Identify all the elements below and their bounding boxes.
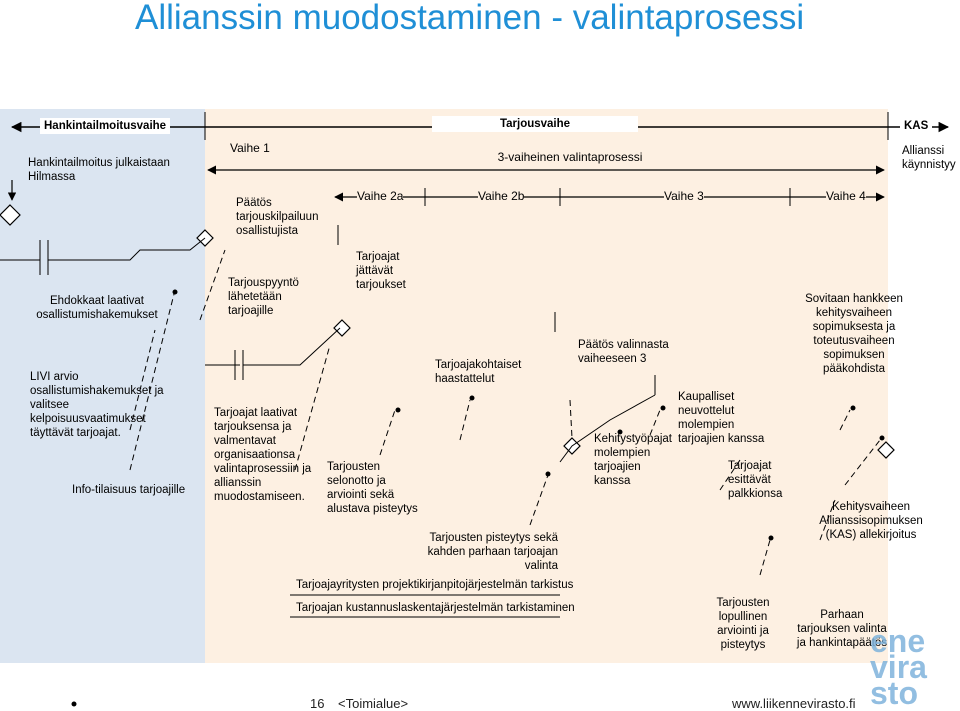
text-paatos-vaihe3: Päätös valinnasta vaiheeseen 3 xyxy=(578,339,669,365)
phase-label-kas: KAS xyxy=(900,118,933,134)
phase-label-vaihe2b: Vaihe 2b xyxy=(478,189,525,203)
text-kas-allekirjoitus: Kehitysvaiheen Allianssisopimuksen (KAS)… xyxy=(819,501,923,541)
process-step-line xyxy=(0,237,206,275)
connector-dot xyxy=(172,289,885,541)
footer-url: www.liikennevirasto.fi xyxy=(732,696,856,711)
text-ehdokkaat: Ehdokkaat laativat osallistumishakemukse… xyxy=(36,295,158,321)
text-kaupalliset: Kaupalliset neuvottelut molempien tarjoa… xyxy=(678,391,765,445)
text-livi-arvio: LIVI arvio osallistumishakemukset ja val… xyxy=(30,371,164,439)
text-paatos-osallistujista: Päätös tarjouskilpailuun osallistujista xyxy=(236,197,319,237)
text-info-tilaisuus: Info-tilaisuus tarjoajille xyxy=(72,484,186,496)
phase-label-valintaprosessi: 3-vaiheinen valintaprosessi xyxy=(497,150,643,164)
text-haastattelut: Tarjoajakohtaiset haastattelut xyxy=(435,359,522,385)
process-step-line xyxy=(559,394,656,463)
text-kustannuslaskenta: Tarjoajan kustannuslaskentajärjestelmän … xyxy=(296,602,575,614)
text-tarjoajat-laativat: Tarjoajat laativat tarjouksensa ja valme… xyxy=(214,407,312,503)
text-kehitystyopajat: Kehitystyöpajat molempien tarjoajien kan… xyxy=(594,433,672,487)
process-step-line xyxy=(205,327,341,380)
phase-label-hankinta: Hankintailmoitusvaihe xyxy=(40,118,171,134)
page-title: Allianssin muodostaminen - valintaproses… xyxy=(135,0,805,37)
text-pisteytys-valinta: Tarjousten pisteytys sekä kahden parhaan… xyxy=(427,532,558,572)
kas-phase-panel xyxy=(888,109,960,663)
footer-bullet xyxy=(71,701,77,707)
footer-area: <Toimialue> xyxy=(338,696,409,711)
text-palkkio: Tarjoajat esittävät palkkionsa xyxy=(728,460,783,500)
text-tarjouspyynto: Tarjouspyyntö lähetetään tarjoajille xyxy=(228,277,299,317)
text-julkaistaan: Hankintailmoitus julkaistaan Hilmassa xyxy=(28,157,170,183)
dashed-connector xyxy=(129,249,881,576)
text-lopullinen-arviointi: Tarjousten lopullinen arviointi ja piste… xyxy=(716,597,770,651)
footer-page-number: 16 xyxy=(310,696,325,711)
phase-label-tarjous: Tarjousvaihe xyxy=(432,116,638,132)
text-parhaan-tarjouksen: Parhaan tarjouksen valinta ja hankintapä… xyxy=(796,609,888,649)
phase-label-vaihe4: Vaihe 4 xyxy=(826,189,866,203)
hankinta-phase-panel xyxy=(0,109,205,663)
phase-label-vaihe3: Vaihe 3 xyxy=(664,189,704,203)
phase-kas-subtitle: Allianssi käynnistyy xyxy=(902,145,956,171)
phase-label-vaihe2a: Vaihe 2a xyxy=(357,189,404,203)
text-selonotto: Tarjousten selonotto ja arviointi sekä a… xyxy=(327,461,418,515)
text-jattavat-tarjoukset: Tarjoajat jättävät tarjoukset xyxy=(356,251,406,291)
milestone-diamond xyxy=(0,204,895,459)
text-sovitaan: Sovitaan hankkeen kehitysvaiheen sopimuk… xyxy=(805,293,903,375)
text-projektikirjanpito: Tarjoajayritysten projektikirjanpitojärj… xyxy=(296,579,574,591)
phase-label-vaihe1: Vaihe 1 xyxy=(230,141,270,155)
